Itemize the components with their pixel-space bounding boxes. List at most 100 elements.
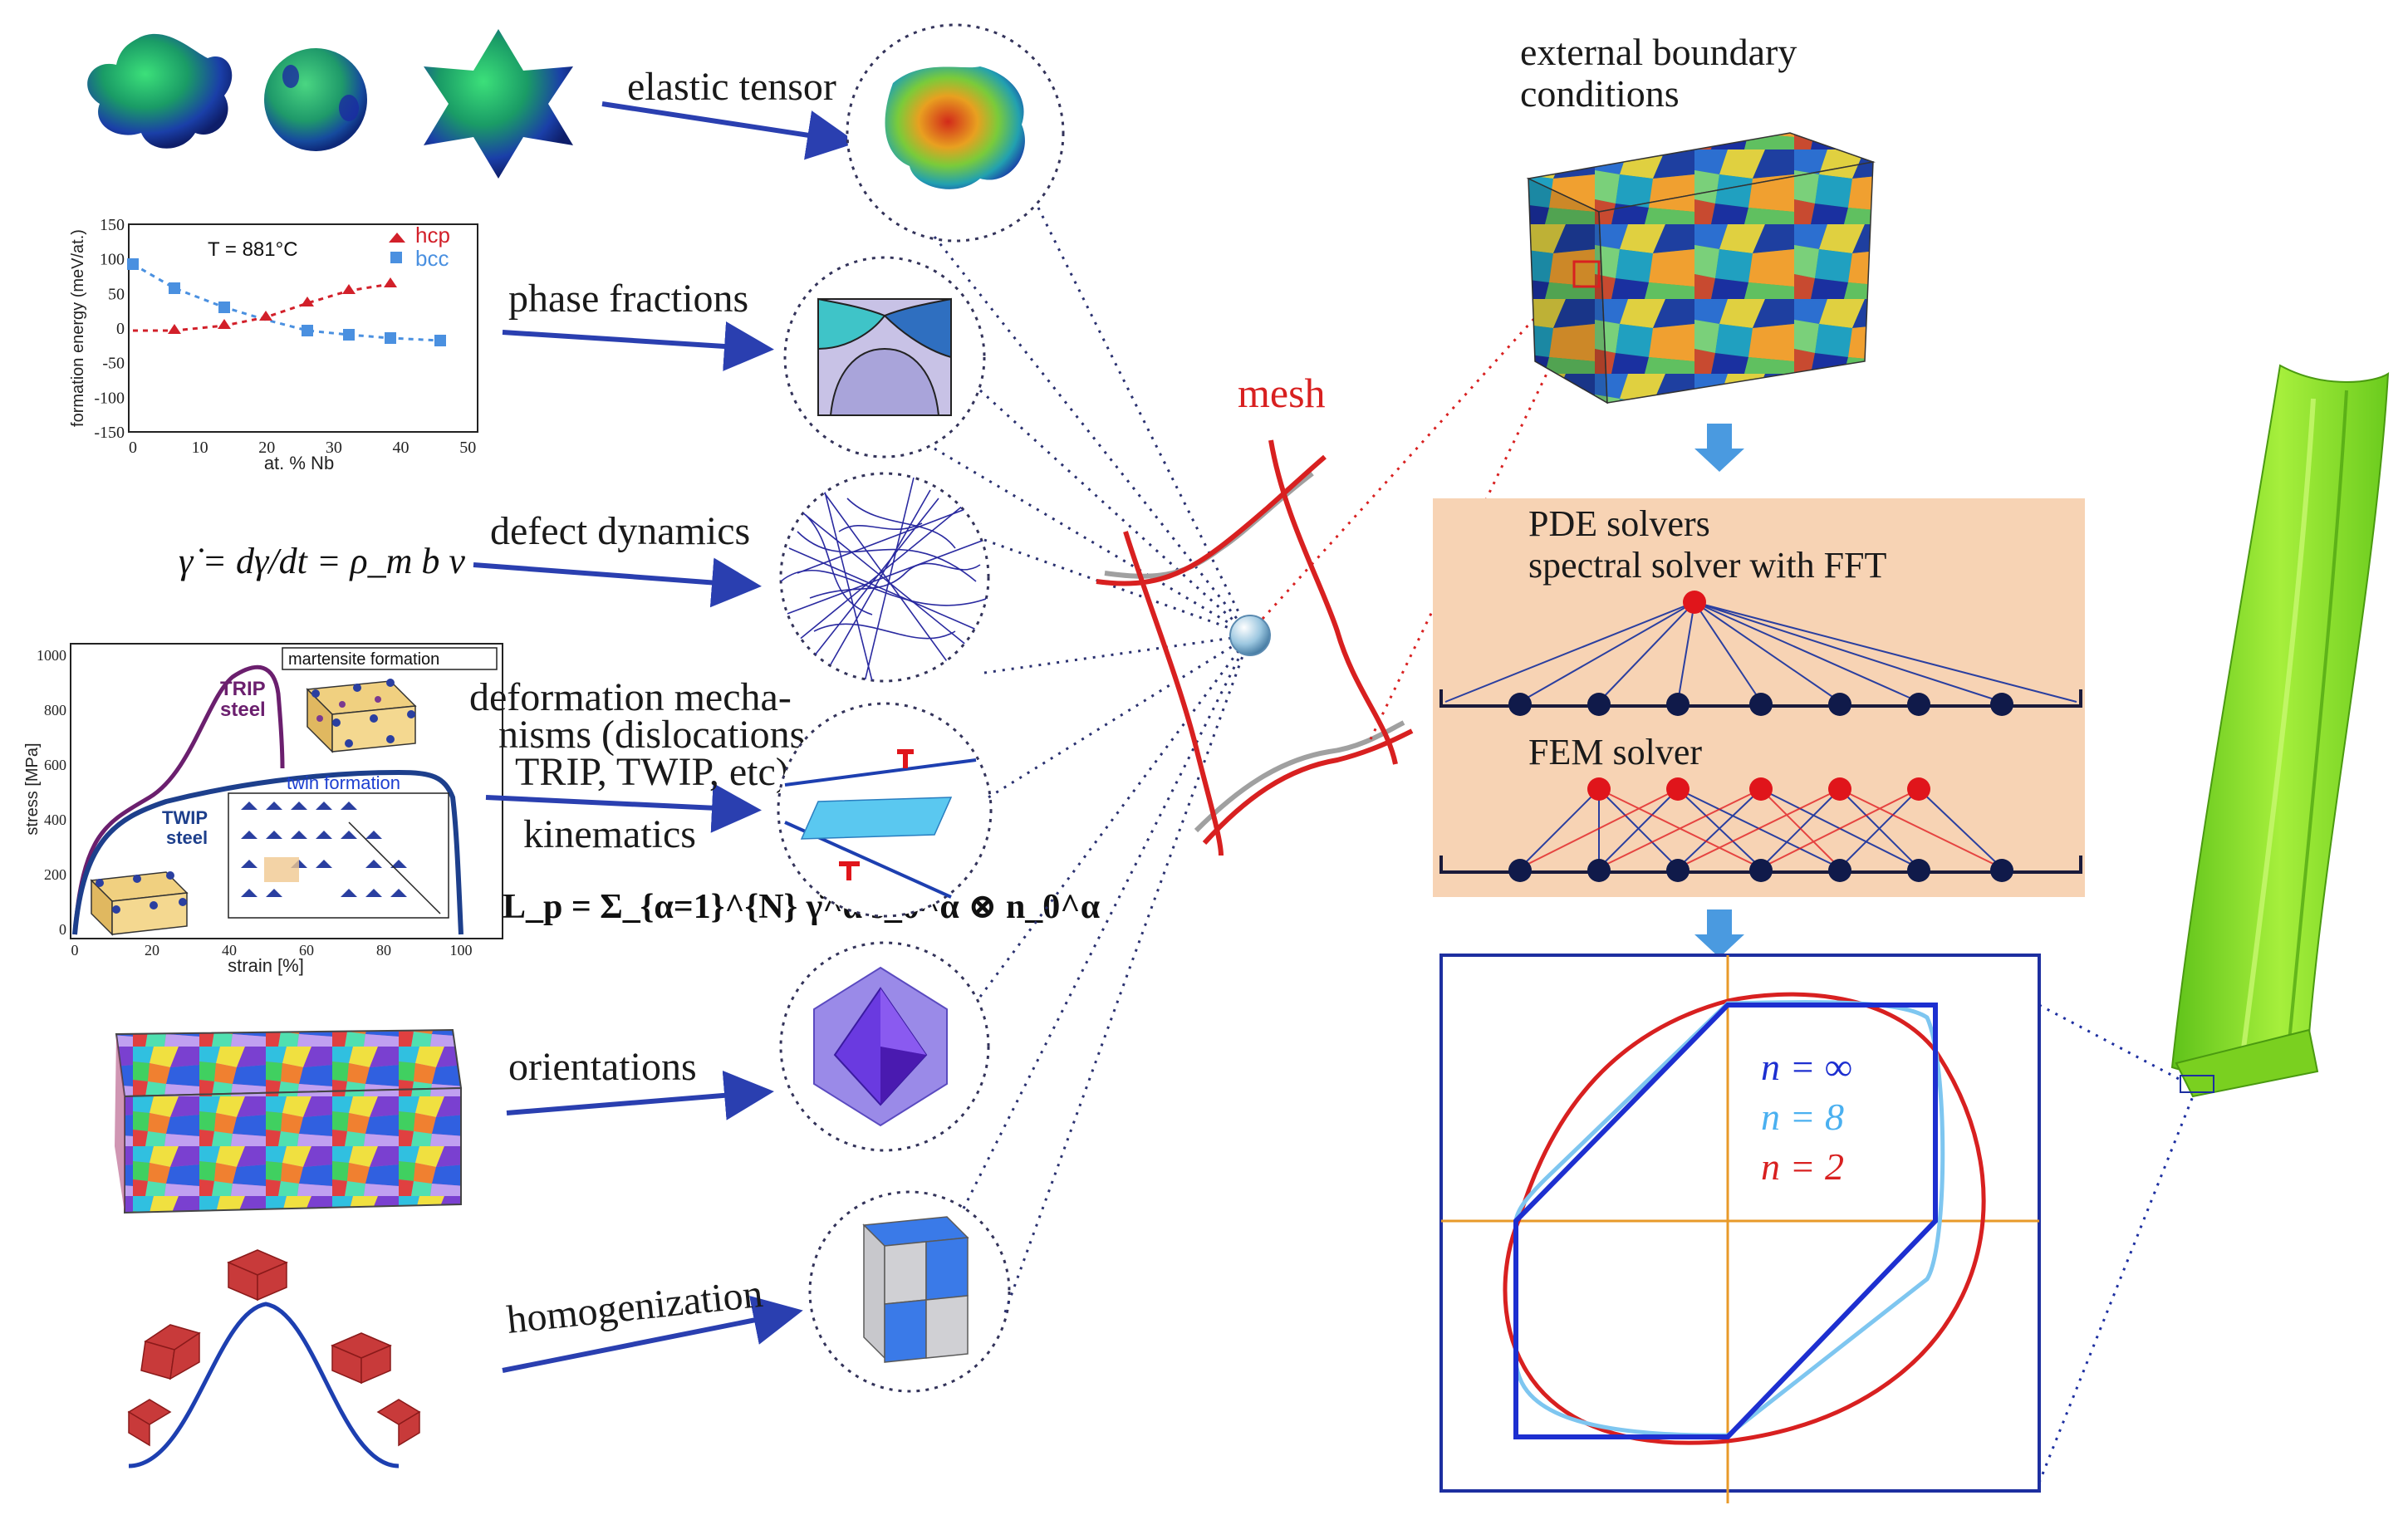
phase-chart-xtick: 40: [393, 439, 410, 457]
label-spectral-solver: spectral solver with FFT: [1528, 545, 1887, 586]
equation-lp: L_p = Σ_{α=1}^{N} γ̇^α s_0^α ⊗ n_0^α: [503, 888, 1101, 926]
phase-chart-xtick: 20: [258, 439, 275, 457]
stress-chart-ytick: 0: [59, 921, 66, 938]
phase-chart-ytick: -100: [94, 389, 125, 407]
trip-curve: [72, 664, 285, 935]
arrow-down-1: [1694, 424, 1744, 472]
equation-shear-rate: γ̇ = dγ/dt = ρ_m b v: [179, 541, 465, 581]
solver-panel: PDE solvers spectral solver with FFT FEM…: [1433, 498, 2085, 897]
legend-n-8: n = 8: [1761, 1096, 1844, 1138]
rve-grain-cube: [1526, 132, 1876, 404]
legend-hcp-marker: [389, 233, 405, 243]
phase-chart-xtick: 0: [129, 439, 137, 457]
elastic-tensor-shapes: [87, 29, 573, 179]
distribution-curve: [128, 1302, 400, 1468]
fem-graph: [1439, 777, 2082, 882]
arrow-defect-dynamics: [473, 557, 762, 608]
twin-lattice: [228, 792, 449, 919]
phase-chart-ytick: 0: [116, 320, 125, 338]
fft-source-node: [1683, 591, 1706, 614]
stress-chart-xtick: 80: [376, 942, 391, 959]
label-boundary-2: conditions: [1520, 72, 1680, 115]
integration-point-node: [1229, 615, 1271, 656]
label-trip-steel: steel: [220, 699, 266, 721]
yield-curve-ninf: [1513, 1003, 1938, 1439]
stress-chart-ytick: 400: [44, 811, 66, 828]
label-elastic-tensor: elastic tensor: [627, 65, 836, 109]
label-martensite: martensite formation: [288, 650, 439, 669]
phase-chart-xlabel: at. % Nb: [264, 453, 334, 473]
arrow-down-2: [1694, 909, 1744, 958]
stress-chart-xtick: 60: [299, 942, 314, 959]
stress-chart-xlabel: strain [%]: [228, 955, 304, 976]
phase-chart-ytick: -50: [102, 355, 125, 373]
label-twip: TWIP: [162, 807, 208, 828]
elastic-surface-1: [87, 33, 233, 149]
dislocation-symbol-bottom: [839, 861, 860, 880]
stress-chart-xtick: 20: [145, 942, 159, 959]
stress-chart-ytick: 200: [44, 866, 66, 883]
legend-bcc: bcc: [415, 246, 449, 271]
stress-chart-xtick: 40: [222, 942, 237, 959]
elastic-heat-surface: [885, 66, 1025, 189]
label-trip: TRIP: [220, 678, 266, 700]
rve-cube: [862, 1216, 969, 1363]
legend-n-2: n = 2: [1761, 1145, 1844, 1188]
label-homogenization: homogenization: [505, 1272, 765, 1342]
legend-bcc-marker: [390, 252, 402, 263]
dislocation-symbol-top: [897, 749, 914, 768]
label-twip-steel: steel: [166, 827, 208, 848]
formed-part: [2170, 364, 2390, 1098]
yield-plot-frame: [1439, 954, 2041, 1493]
connector-lines: [933, 207, 1252, 1313]
bcc-curve: [132, 262, 441, 342]
stress-chart-ytick: 800: [44, 702, 66, 718]
rve-voxel-marker: [1572, 260, 1601, 288]
mesh-element: mesh: [1096, 370, 1414, 856]
arrow-homogenization: [502, 1295, 803, 1373]
fft-graph: [1439, 591, 2082, 716]
homogenization-distribution: [127, 1249, 421, 1468]
polycrystal-block: [115, 1028, 463, 1214]
twip-lattice: [90, 871, 189, 936]
phase-chart-ytick: 100: [100, 251, 125, 269]
phase-chart-xtick: 50: [459, 439, 476, 457]
label-orientations: orientations: [508, 1045, 697, 1089]
label-twin-formation: twin formation: [287, 772, 400, 793]
label-pde-solvers: PDE solvers: [1528, 503, 1710, 544]
twip-curve: [72, 769, 463, 935]
arrow-deformation: [485, 782, 762, 833]
stress-chart-xtick: 100: [450, 942, 473, 959]
part-detail-marker: [2180, 1075, 2214, 1093]
yield-curve-n2: [1503, 992, 1986, 1445]
label-deformation-2: nisms (dislocations,: [498, 713, 815, 757]
label-boundary-1: external boundary: [1520, 31, 1797, 73]
label-deformation-1: deformation mecha-: [469, 675, 792, 719]
stress-chart-xtick: 0: [71, 942, 79, 959]
stress-strain-chart: 1000 800 600 400 200 0 0 20 40 60 80 100 strain [%…: [23, 643, 503, 976]
dislocation-network: [781, 477, 988, 681]
label-fem-solver: FEM solver: [1528, 732, 1702, 772]
phase-chart-ytick: -150: [94, 424, 125, 442]
stress-chart-ytick: 600: [44, 757, 66, 773]
yield-surface-plot: n = ∞ n = 8 n = 2: [1439, 954, 2041, 1503]
arrow-elastic-tensor: [601, 101, 857, 160]
phase-chart-ylabel: formation energy (meV/at.): [69, 229, 87, 427]
elastic-surface-3: [424, 29, 573, 179]
part-to-yield-lines: [2038, 1003, 2195, 1483]
phase-diagram-sketch: [817, 297, 952, 416]
legend-n-inf: n = ∞: [1761, 1046, 1852, 1088]
stress-chart-ytick: 1000: [37, 647, 66, 664]
legend-hcp: hcp: [415, 223, 450, 248]
arrow-phase-fractions: [502, 321, 774, 371]
orientation-crystal: [813, 966, 948, 1127]
phase-chart-ytick: 150: [100, 216, 125, 234]
label-mesh: mesh: [1238, 370, 1326, 416]
label-kinematics: kinematics: [523, 812, 696, 856]
phase-chart-xtick: 10: [192, 439, 208, 457]
stress-chart-ylabel: stress [MPa]: [23, 743, 42, 835]
phase-chart-ytick: 50: [108, 285, 125, 303]
label-phase-fractions: phase fractions: [508, 277, 748, 321]
